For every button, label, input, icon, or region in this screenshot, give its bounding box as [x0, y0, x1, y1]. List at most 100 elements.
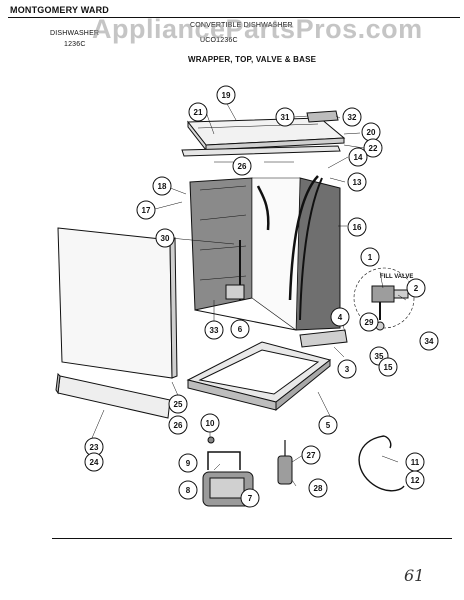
- callout-circle: [178, 480, 198, 500]
- callout-19: 19: [216, 85, 236, 105]
- callout-4: 4: [330, 307, 350, 327]
- callout-label: 11: [411, 458, 420, 467]
- callout-6: 6: [230, 319, 250, 339]
- callout-33: 33: [204, 320, 224, 340]
- callout-circle: [168, 415, 188, 435]
- callout-31: 31: [275, 107, 295, 127]
- callout-16: 16: [347, 217, 367, 237]
- callout-label: 6: [238, 325, 243, 334]
- callout-label: 10: [206, 419, 215, 428]
- callout-12: 12: [405, 470, 425, 490]
- callout-circle: [136, 200, 156, 220]
- callout-circle: [378, 357, 398, 377]
- callout-label: 15: [384, 363, 393, 372]
- callout-24: 24: [84, 452, 104, 472]
- callout-13: 13: [347, 172, 367, 192]
- callout-22: 22: [363, 138, 383, 158]
- callout-21: 21: [188, 102, 208, 122]
- top-gasket: [181, 145, 341, 157]
- kick-panel: [55, 372, 171, 419]
- callout-34: 34: [419, 331, 439, 351]
- callout-label: 30: [161, 234, 170, 243]
- callout-circle: [363, 138, 383, 158]
- callout-circle: [204, 320, 224, 340]
- callout-circle: [330, 307, 350, 327]
- callout-label: 12: [411, 476, 420, 485]
- callout-label: 2: [414, 284, 419, 293]
- callout-circle: [359, 312, 379, 332]
- product-type: DISHWASHER: [50, 30, 100, 37]
- callout-label: 8: [186, 486, 191, 495]
- fill-valve-label: FILL VALVE: [380, 274, 413, 280]
- base-frame: [186, 341, 332, 412]
- door-panel: [57, 227, 178, 379]
- callout-label: 4: [338, 313, 343, 322]
- callout-28: 28: [308, 478, 328, 498]
- callout-26: 26: [232, 156, 252, 176]
- callout-circle: [232, 156, 252, 176]
- callout-label: 13: [353, 178, 362, 187]
- header-rule: [8, 17, 460, 18]
- watermark: AppliancePartsPros.com: [92, 14, 423, 44]
- footer-rule: [52, 538, 452, 539]
- model-number-center: UCO1236C: [200, 37, 238, 44]
- callout-circle: [308, 478, 328, 498]
- callout-label: 14: [354, 153, 363, 162]
- callout-circle: [342, 107, 362, 127]
- callout-label: 22: [369, 144, 378, 153]
- callout-label: 18: [158, 182, 167, 191]
- product-description: CONVERTIBLE DISHWASHER: [190, 22, 293, 29]
- callout-8: 8: [178, 480, 198, 500]
- callout-circle: [275, 107, 295, 127]
- callout-label: 29: [365, 318, 374, 327]
- callout-circle: [318, 415, 338, 435]
- brand-name: MONTGOMERY WARD: [10, 5, 109, 15]
- callout-1: 1: [360, 247, 380, 267]
- callout-label: 9: [186, 459, 191, 468]
- callout-circle: [301, 445, 321, 465]
- callout-circle: [200, 413, 220, 433]
- callout-18: 18: [152, 176, 172, 196]
- callout-5: 5: [318, 415, 338, 435]
- callout-11: 11: [405, 452, 425, 472]
- top-bracket: [306, 110, 339, 123]
- callout-2: 2: [406, 278, 426, 298]
- callout-circle: [337, 359, 357, 379]
- callout-30: 30: [155, 228, 175, 248]
- callout-label: 31: [281, 113, 290, 122]
- cabinet-wrapper: [189, 177, 341, 331]
- callout-label: 27: [307, 451, 316, 460]
- section-title: WRAPPER, TOP, VALVE & BASE: [188, 55, 317, 64]
- callout-32: 32: [342, 107, 362, 127]
- callout-label: 17: [142, 206, 151, 215]
- model-number-left: 1236C: [64, 41, 86, 48]
- callout-label: 23: [90, 443, 99, 452]
- callout-20: 20: [361, 122, 381, 142]
- callout-label: 33: [210, 326, 219, 335]
- callout-label: 35: [375, 352, 384, 361]
- page-mark: 61: [404, 566, 425, 585]
- callout-label: 21: [194, 108, 203, 117]
- callout-circle: [188, 102, 208, 122]
- callout-label: 20: [367, 128, 376, 137]
- callout-label: 7: [248, 494, 253, 503]
- callout-label: 25: [174, 400, 183, 409]
- callout-circle: [230, 319, 250, 339]
- callout-29: 29: [359, 312, 379, 332]
- callout-label: 5: [326, 421, 331, 430]
- callout-circle: [216, 85, 236, 105]
- hoses: [256, 175, 323, 321]
- callout-26: 26: [168, 415, 188, 435]
- top-panel: [186, 117, 346, 152]
- callout-25: 25: [168, 394, 188, 414]
- callout-27: 27: [301, 445, 321, 465]
- callout-14: 14: [348, 147, 368, 167]
- callout-17: 17: [136, 200, 156, 220]
- power-cord: [358, 435, 405, 492]
- callout-label: 26: [238, 162, 247, 171]
- callout-label: 19: [222, 91, 231, 100]
- callout-circle: [168, 394, 188, 414]
- callout-circle: [240, 488, 260, 508]
- callout-label: 24: [90, 458, 99, 467]
